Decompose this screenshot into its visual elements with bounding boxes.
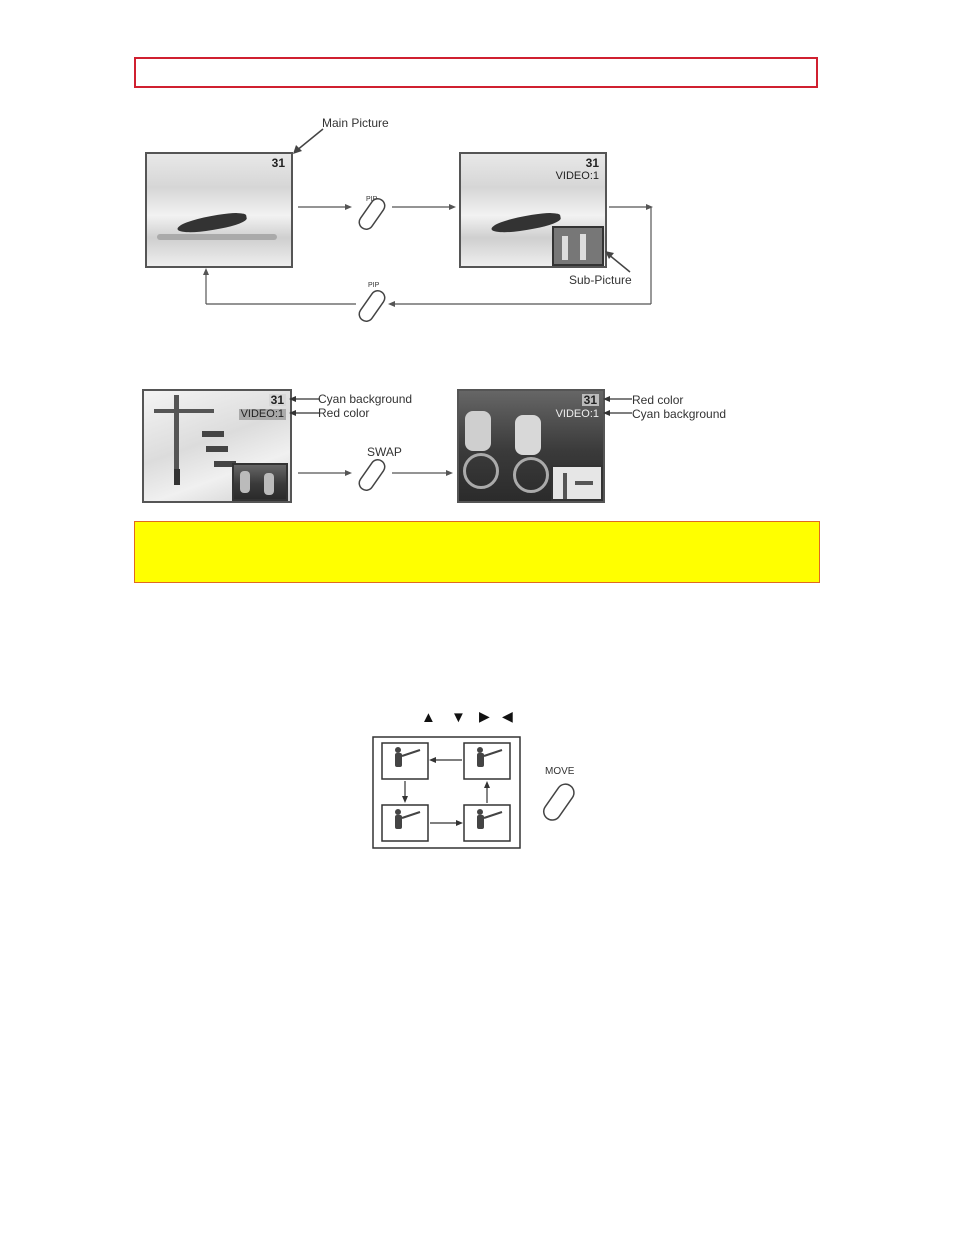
video-input-label: VIDEO:1 (555, 170, 599, 182)
label-pointers-right (603, 396, 632, 416)
osd-annotation: Red color (318, 406, 370, 420)
channel-number: 31 (581, 393, 599, 407)
pip-button-label: PIP (368, 282, 380, 289)
channel-number: 31 (268, 393, 286, 407)
left-arrow-icon: ◀ (502, 708, 513, 724)
move-button[interactable] (538, 780, 582, 822)
swap-button-label: SWAP (367, 445, 402, 459)
tv-screen-before-swap: 31 VIDEO:1 (142, 389, 292, 503)
note-box (134, 521, 820, 583)
sub-picture-window (232, 463, 288, 501)
pip-button-bottom[interactable] (355, 285, 391, 325)
sub-picture-pointer (605, 251, 631, 273)
swap-button[interactable] (355, 454, 391, 494)
pip-flow-arrows (203, 204, 653, 307)
tv-screen-pip: 31 VIDEO:1 (459, 152, 607, 268)
sub-picture-window (552, 226, 604, 266)
channel-annotation: Red color (632, 393, 684, 407)
channel-number: 31 (585, 156, 599, 170)
move-button-label: MOVE (545, 766, 575, 777)
channel-number: 31 (271, 156, 285, 170)
main-picture-label: Main Picture (322, 116, 389, 130)
pip-button-label: PIP (366, 196, 378, 203)
osd-annotation: Cyan background (632, 407, 727, 421)
label-pointers-left (289, 396, 320, 416)
swap-flow (298, 470, 453, 476)
main-picture-pointer (293, 128, 324, 154)
pip-button-top[interactable] (355, 193, 391, 233)
channel-annotation: Cyan background (318, 392, 413, 406)
video-input-label: VIDEO:1 (238, 408, 286, 420)
tv-screen-after-swap: 31 VIDEO:1 (457, 389, 605, 503)
right-arrow-icon: ▶ (479, 708, 490, 724)
tv-screen-main: 31 (145, 152, 293, 268)
move-positions-frame (372, 736, 521, 849)
up-arrow-icon: ▲ (421, 709, 436, 726)
sub-picture-window (551, 465, 603, 501)
video-input-label: VIDEO:1 (555, 408, 599, 420)
sub-picture-label: Sub-Picture (569, 273, 632, 287)
down-arrow-icon: ▼ (451, 709, 466, 726)
header-bar (134, 57, 818, 88)
